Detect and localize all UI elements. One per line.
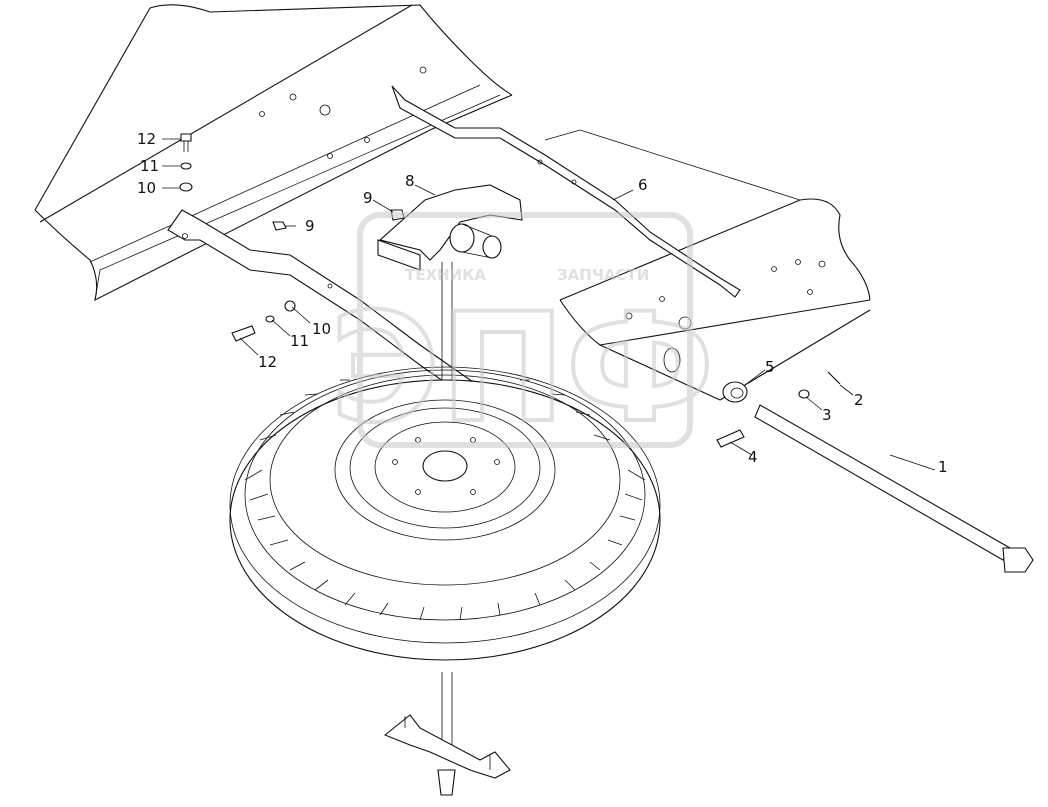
callout-12-lower: 12 (258, 353, 277, 371)
callout-9-bracket: 9 (363, 189, 373, 207)
watermark: ТЕХНИКА ЗАПЧАСТИ ЭПФ (328, 212, 716, 458)
frame-rail-right (544, 129, 871, 401)
winch-shaft (754, 404, 1034, 573)
leader-lines (162, 138, 936, 471)
callout-3: 3 (822, 406, 832, 424)
watermark-logo: ЭПФ (330, 282, 714, 456)
wheel-cradle (383, 714, 511, 796)
callout-4: 4 (748, 448, 758, 466)
spring-washer-upper (180, 162, 192, 170)
watermark-left-text: ТЕХНИКА (405, 266, 486, 284)
callout-10-upper: 10 (137, 179, 156, 197)
callout-9-left: 9 (305, 217, 315, 235)
carrier-crossmember (391, 85, 741, 298)
callout-12-upper: 12 (137, 130, 156, 148)
washer-part-3 (798, 389, 810, 399)
callout-1: 1 (938, 458, 948, 476)
callout-2: 2 (854, 391, 864, 409)
callout-11-lower: 11 (290, 332, 309, 350)
watermark-right-text: ЗАПЧАСТИ (557, 266, 649, 284)
bolt-upper (180, 133, 192, 152)
callout-6: 6 (638, 176, 648, 194)
spare-wheel (229, 366, 661, 661)
cotter-pin (827, 371, 841, 385)
flat-washer-lower (284, 300, 296, 312)
callout-5: 5 (765, 358, 775, 376)
shaft-bushing (722, 381, 748, 403)
callout-8: 8 (405, 172, 415, 190)
winch-hinge-bracket (377, 184, 523, 271)
nut-left (272, 221, 287, 231)
pin-part-4 (716, 429, 745, 448)
callout-10-lower: 10 (312, 320, 331, 338)
bolt-lower (231, 325, 256, 342)
callout-11-upper: 11 (140, 157, 159, 175)
flat-washer-upper (179, 182, 193, 192)
frame-rail-left (34, 4, 513, 302)
